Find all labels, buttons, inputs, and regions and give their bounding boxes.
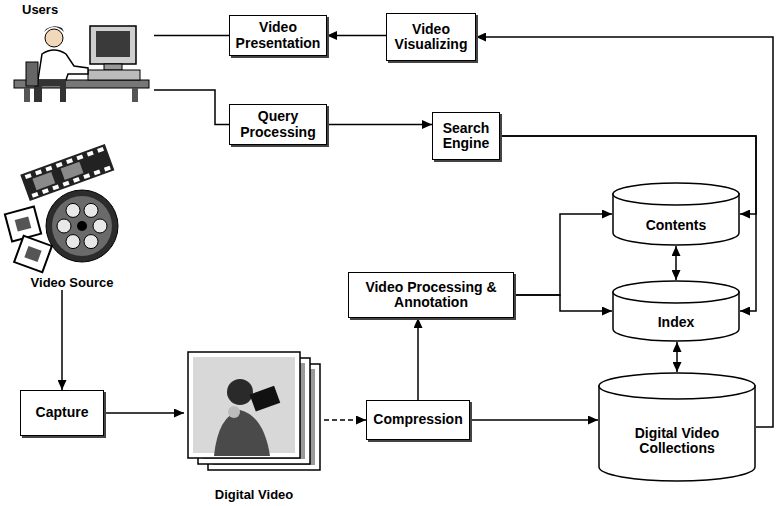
node-label: Capture — [36, 405, 89, 420]
connector — [327, 124, 432, 126]
connector — [514, 214, 612, 295]
connector — [470, 419, 598, 421]
connector — [514, 295, 612, 311]
process-box: Search Engine — [432, 112, 500, 160]
process-box: Video Processing & Annotation — [348, 272, 514, 318]
connector — [104, 412, 184, 414]
picture-caption: Users — [22, 2, 58, 17]
node-label: Search Engine — [437, 121, 495, 152]
picture-caption: Digital Video — [215, 487, 294, 502]
connector — [154, 90, 229, 125]
connector — [476, 37, 773, 427]
storage-cylinder: Index — [612, 280, 740, 342]
dv-icon — [184, 350, 324, 502]
node-label: Query Processing — [234, 109, 322, 140]
node-label: Video Presentation — [234, 20, 322, 51]
storage-cylinder: Contents — [612, 182, 740, 246]
picture-node: Video Source — [4, 148, 140, 290]
storage-cylinder: Digital Video Collections — [598, 372, 756, 482]
node-label: Video Processing & Annotation — [353, 280, 509, 311]
connector — [61, 290, 63, 390]
node-label: Digital Video Collections — [618, 426, 736, 457]
cylinder-outline — [612, 182, 740, 246]
connector — [676, 342, 678, 372]
node-label: Contents — [646, 218, 707, 233]
connector — [324, 419, 366, 421]
picture-node: Users — [4, 2, 154, 102]
connector — [500, 136, 756, 311]
process-box: Video Visualizing — [386, 13, 476, 61]
node-label: Video Visualizing — [391, 22, 471, 53]
picture-caption: Video Source — [31, 275, 114, 290]
connector — [154, 35, 229, 37]
process-box: Video Presentation — [229, 15, 327, 56]
node-label: Index — [658, 315, 695, 330]
connector — [327, 35, 386, 37]
connector — [417, 318, 419, 400]
users-icon — [4, 2, 154, 102]
process-box: Capture — [20, 390, 104, 436]
cylinder-outline — [612, 280, 740, 342]
node-label: Compression — [373, 412, 462, 427]
process-box: Query Processing — [229, 104, 327, 145]
connector — [675, 246, 677, 280]
process-box: Compression — [366, 400, 470, 440]
source-icon — [4, 148, 140, 290]
picture-node: Digital Video — [184, 350, 324, 502]
